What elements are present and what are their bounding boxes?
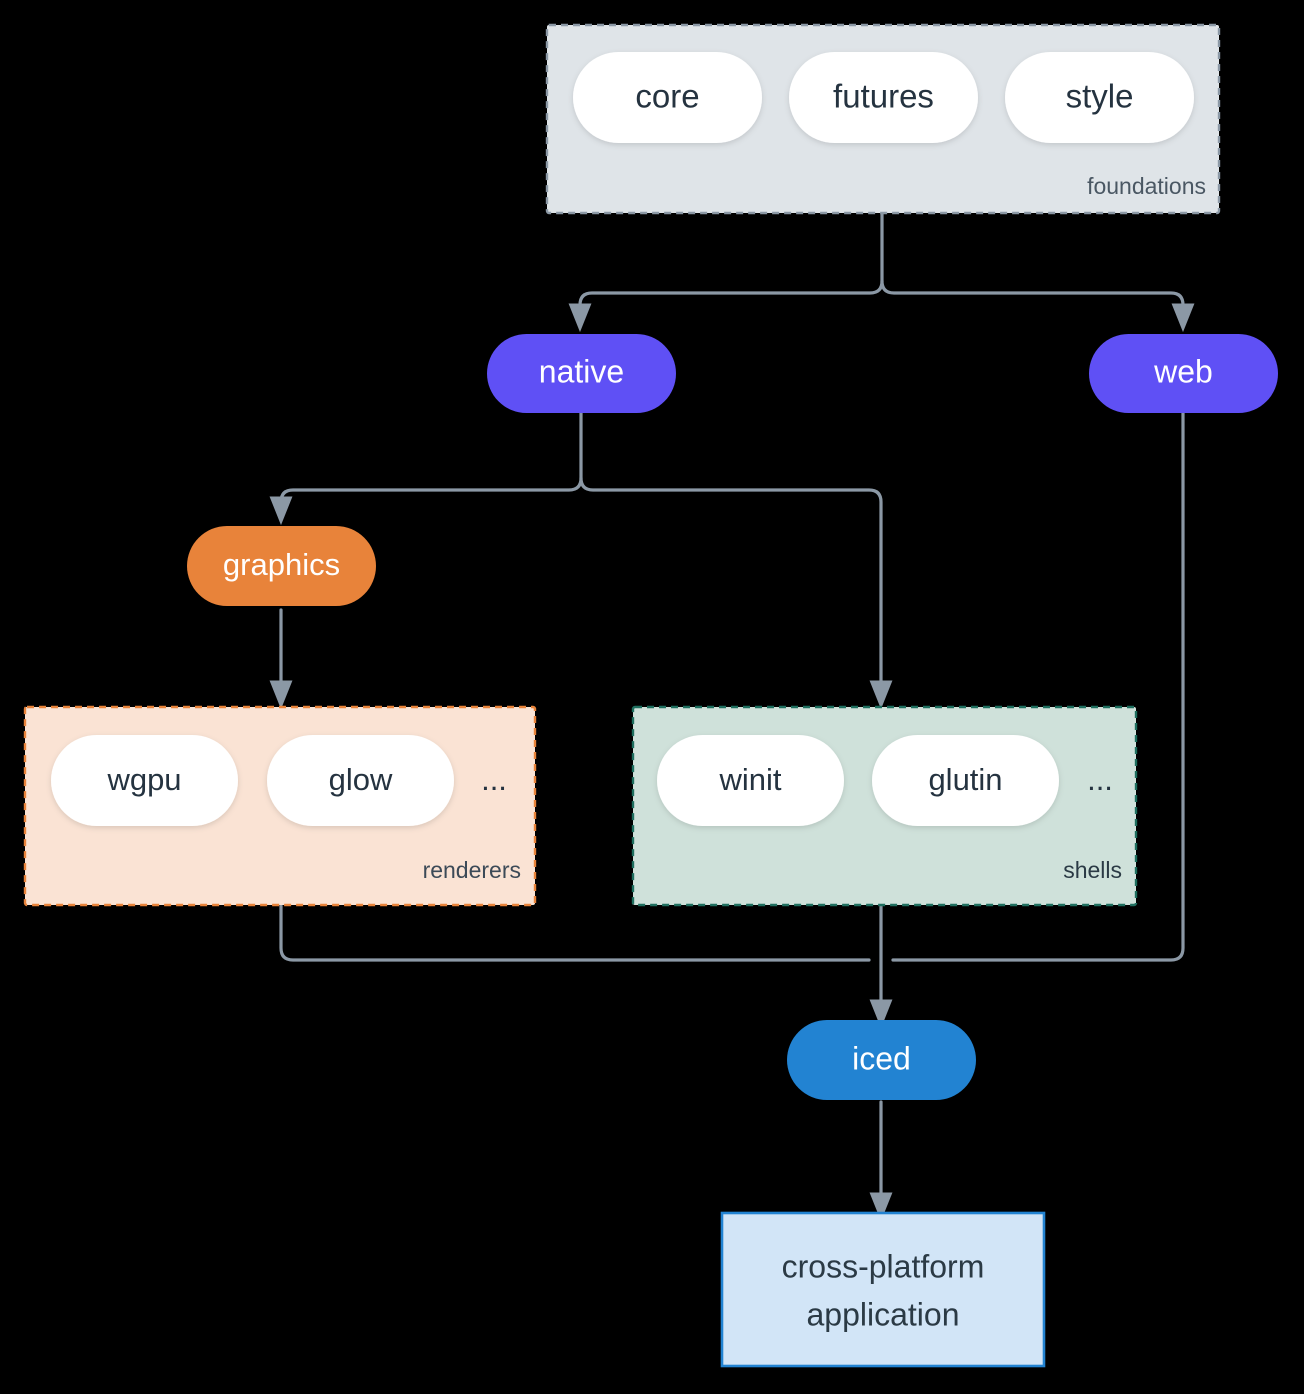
chip-winit-label: winit	[718, 762, 781, 797]
chip-glutin[interactable]: glutin	[872, 735, 1059, 826]
node-native-label: native	[539, 353, 624, 389]
connector-layer	[269, 212, 1195, 1222]
chip-core[interactable]: core	[573, 52, 762, 143]
chip-style[interactable]: style	[1005, 52, 1194, 143]
node-web-shape	[1089, 334, 1278, 413]
chip-futures[interactable]: futures	[789, 52, 978, 143]
edge-renderers-to-iced	[279, 904, 871, 962]
node-native-shape	[487, 334, 676, 413]
chip-style-shape	[1005, 52, 1194, 143]
renderers-ellipsis: ...	[481, 762, 507, 797]
chip-core-shape	[573, 52, 762, 143]
node-graphics-shape	[187, 526, 376, 606]
application-label-line2: application	[807, 1296, 960, 1332]
application-box	[720, 1211, 1046, 1368]
chip-wgpu[interactable]: wgpu	[51, 735, 238, 826]
chip-futures-shape	[789, 52, 978, 143]
shells-ellipsis: ...	[1087, 762, 1113, 797]
node-web-label: web	[1153, 353, 1213, 389]
edge-foundations-split	[568, 212, 884, 333]
node-graphics-label: graphics	[223, 547, 340, 582]
application-label-line1: cross-platform	[782, 1248, 985, 1284]
group-shells-label: shells	[1063, 857, 1122, 883]
chip-glutin-shape	[872, 735, 1059, 826]
chip-winit-shape	[657, 735, 844, 826]
group-renderers: wgpu glow ... renderers	[23, 705, 537, 907]
group-foundations-label: foundations	[1087, 173, 1206, 199]
edge-native-to-shells	[579, 476, 893, 710]
node-native[interactable]: native	[487, 334, 676, 413]
group-shells: winit glutin ... shells	[631, 705, 1138, 907]
edge-foundations-to-web	[880, 279, 1195, 333]
node-web[interactable]: web	[1089, 334, 1278, 413]
chip-glow[interactable]: glow	[267, 735, 454, 826]
chip-futures-label: futures	[833, 78, 934, 115]
group-foundations: core futures style foundations	[545, 23, 1221, 215]
chip-wgpu-shape	[51, 735, 238, 826]
chip-glutin-label: glutin	[928, 762, 1002, 797]
chip-glow-shape	[267, 735, 454, 826]
node-graphics[interactable]: graphics	[187, 526, 376, 606]
edge-native-to-graphics	[269, 411, 583, 526]
node-iced-label: iced	[852, 1040, 911, 1076]
node-iced-shape	[787, 1020, 976, 1100]
node-cross-platform-application[interactable]: cross-platform application	[720, 1211, 1046, 1368]
chip-wgpu-label: wgpu	[106, 762, 181, 797]
chip-core-label: core	[635, 78, 699, 115]
chip-glow-label: glow	[329, 762, 393, 797]
node-iced[interactable]: iced	[787, 1020, 976, 1100]
group-renderers-label: renderers	[423, 857, 521, 883]
chip-winit[interactable]: winit	[657, 735, 844, 826]
chip-style-label: style	[1066, 78, 1134, 115]
edge-web-to-iced	[891, 410, 1185, 962]
